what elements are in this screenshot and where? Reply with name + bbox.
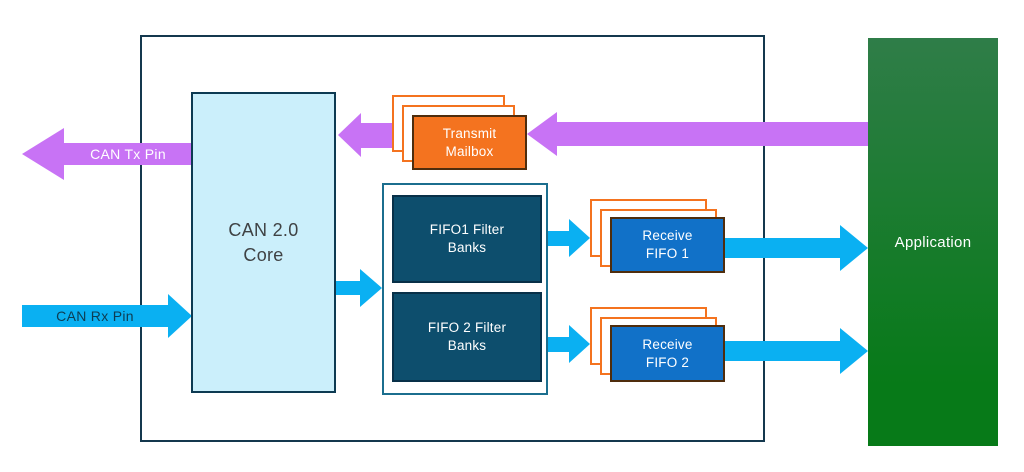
arrow-body <box>361 122 392 148</box>
application-block: Application <box>868 38 998 446</box>
receive2-to-app-arrow <box>725 328 868 374</box>
arrow-body <box>725 238 840 258</box>
arrow-head <box>360 269 382 307</box>
transmit-mailbox-label-line2: Mailbox <box>445 143 494 159</box>
can-core-label-line1: CAN 2.0 <box>228 220 299 241</box>
receive-fifo1-block: Receive FIFO 1 <box>610 217 725 273</box>
arrow-body <box>725 341 840 361</box>
arrow-head <box>840 225 868 271</box>
fifo1-filter-label-line1: FIFO1 Filter <box>429 222 505 238</box>
receive-fifo1-label-line2: FIFO 1 <box>645 246 690 261</box>
receive1-to-app-arrow <box>725 225 868 271</box>
arrow-head <box>840 328 868 374</box>
arrow-body <box>336 281 360 295</box>
app-to-mailbox-arrow <box>527 112 868 156</box>
receive-fifo2-stack: Receive FIFO 2 <box>590 307 725 383</box>
can-rx-pin-label: CAN Rx Pin <box>56 308 134 324</box>
fifo2-filter-banks-block: FIFO 2 Filter Banks <box>392 292 542 382</box>
transmit-mailbox-stack: Transmit Mailbox <box>392 95 527 172</box>
filter-banks-container: FIFO1 Filter Banks FIFO 2 Filter Banks <box>382 183 548 395</box>
can-core-block: CAN 2.0 Core <box>191 92 336 393</box>
arrow-head <box>569 219 590 257</box>
arrow-body <box>548 230 569 246</box>
fifo2-to-receive2-arrow <box>548 325 590 363</box>
arrow-head <box>569 325 590 363</box>
mailbox-to-core-arrow <box>338 113 392 157</box>
application-label: Application <box>894 233 972 251</box>
transmit-mailbox-block: Transmit Mailbox <box>412 115 527 170</box>
can-tx-pin-label: CAN Tx Pin <box>90 146 166 162</box>
arrow-head <box>22 128 64 180</box>
core-to-filter-arrow <box>336 269 382 307</box>
arrow-body <box>548 336 569 352</box>
fifo1-filter-label-line2: Banks <box>447 240 487 255</box>
arrow-body <box>557 122 868 146</box>
fifo1-to-receive1-arrow <box>548 219 590 257</box>
fifo2-filter-label-line1: FIFO 2 Filter <box>427 320 507 336</box>
receive-fifo1-stack: Receive FIFO 1 <box>590 199 725 274</box>
arrow-head <box>168 294 192 338</box>
can-rx-arrow: CAN Rx Pin <box>22 294 192 338</box>
can-core-label-line2: Core <box>243 244 284 265</box>
arrow-body: CAN Rx Pin <box>22 305 168 327</box>
arrow-body: CAN Tx Pin <box>64 143 192 165</box>
can-tx-arrow: CAN Tx Pin <box>22 128 192 180</box>
transmit-mailbox-label-line1: Transmit <box>442 125 497 141</box>
receive-fifo2-label-line1: Receive <box>642 336 693 352</box>
fifo2-filter-label-line2: Banks <box>447 338 487 353</box>
receive-fifo2-label-line2: FIFO 2 <box>645 354 690 370</box>
arrow-head <box>338 113 361 157</box>
fifo1-filter-banks-block: FIFO1 Filter Banks <box>392 195 542 283</box>
arrow-head <box>527 112 557 156</box>
receive-fifo2-block: Receive FIFO 2 <box>610 325 725 382</box>
receive-fifo1-label-line1: Receive <box>642 228 693 244</box>
